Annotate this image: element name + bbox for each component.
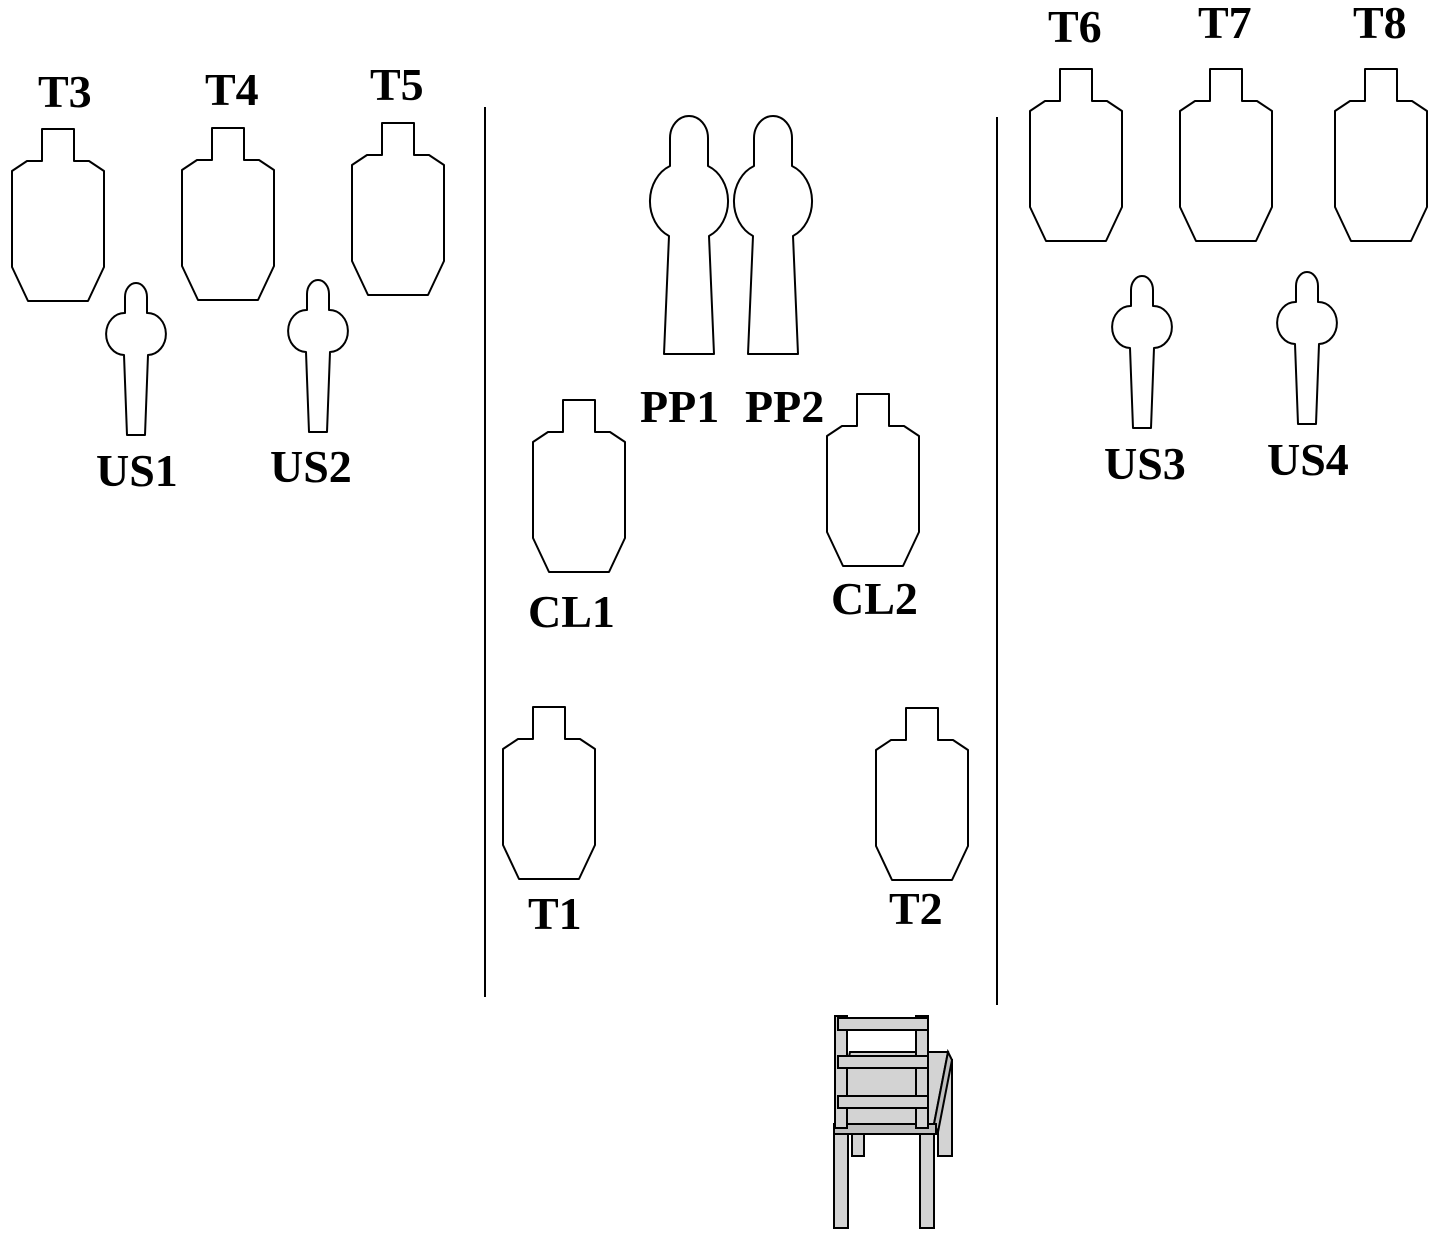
label-t1: T1 — [528, 888, 582, 939]
label-t8: T8 — [1353, 0, 1407, 48]
label-us2: US2 — [270, 441, 352, 492]
target-t4-icon — [181, 127, 275, 301]
label-t5: T5 — [370, 59, 424, 110]
label-cl1: CL1 — [528, 586, 615, 637]
label-t2: T2 — [889, 883, 943, 934]
label-t7: T7 — [1198, 0, 1252, 48]
target-cl1-icon — [532, 399, 626, 573]
no-shoot-us3-icon — [1111, 275, 1173, 429]
label-pp1: PP1 — [640, 381, 719, 432]
label-t4: T4 — [205, 64, 259, 115]
target-t1-icon — [502, 706, 596, 880]
label-t3: T3 — [38, 66, 92, 117]
target-t6-icon — [1029, 68, 1123, 242]
label-t6: T6 — [1048, 1, 1102, 52]
label-us3: US3 — [1104, 438, 1186, 489]
label-pp2: PP2 — [745, 381, 824, 432]
chair-icon — [833, 1015, 954, 1229]
no-shoot-us2-icon — [287, 279, 349, 433]
target-t5-icon — [351, 122, 445, 296]
target-t3-icon — [11, 128, 105, 302]
target-t7-icon — [1179, 68, 1273, 242]
popper-pp1-icon — [648, 115, 730, 355]
no-shoot-us1-icon — [105, 282, 167, 436]
label-cl2: CL2 — [831, 573, 918, 624]
target-t2-icon — [875, 707, 969, 881]
target-cl2-icon — [826, 393, 920, 567]
label-us1: US1 — [96, 445, 178, 496]
popper-pp2-icon — [732, 115, 814, 355]
no-shoot-us4-icon — [1276, 271, 1338, 425]
label-us4: US4 — [1267, 434, 1349, 485]
target-t8-icon — [1334, 68, 1428, 242]
